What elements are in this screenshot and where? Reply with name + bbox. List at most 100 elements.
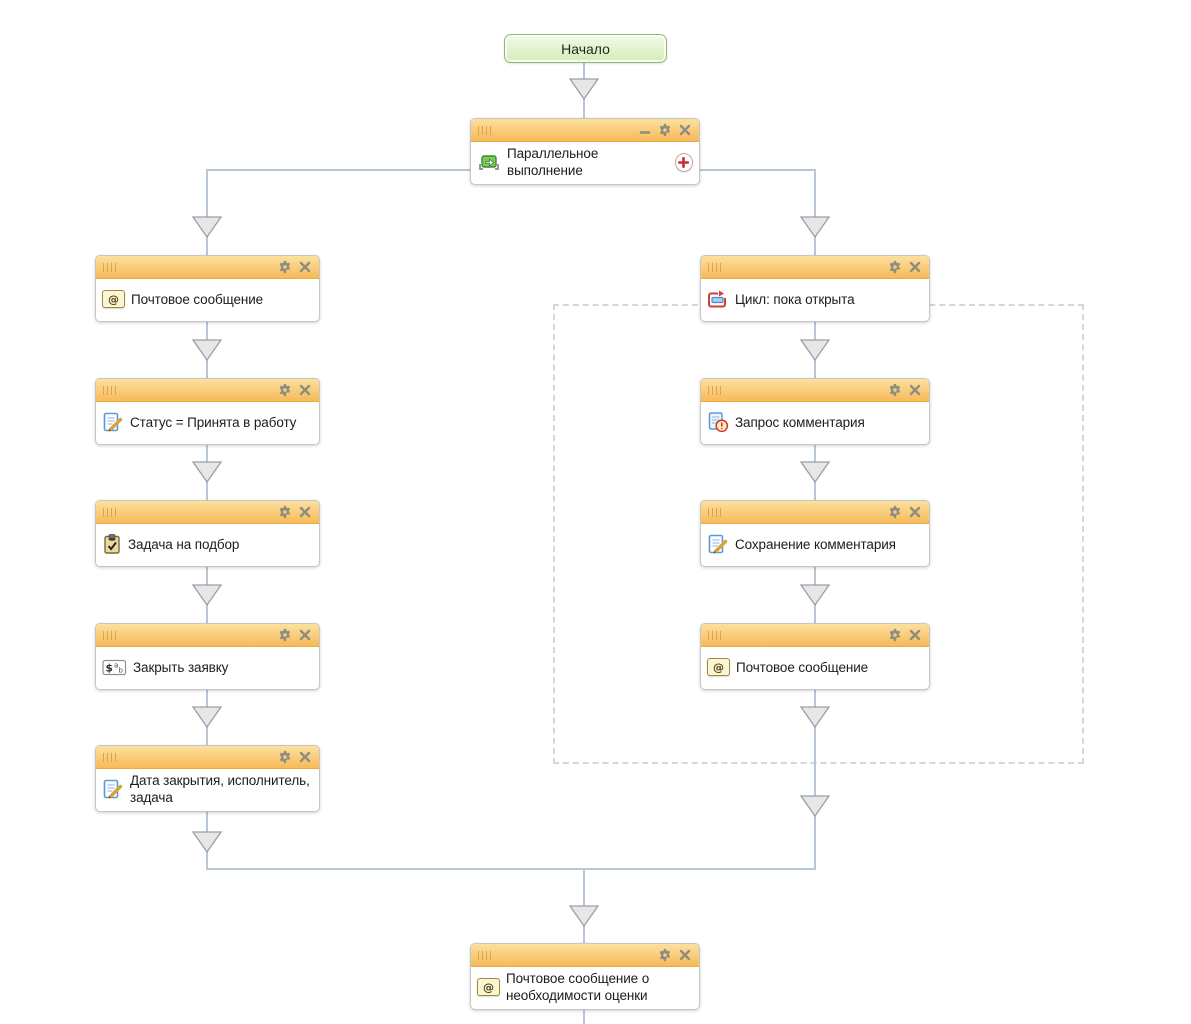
arrow-down-icon [569, 78, 599, 100]
node-header [96, 501, 319, 524]
arrow-down-icon [800, 795, 830, 817]
flow-node-mail[interactable]: @ Почтовое сообщение [700, 623, 930, 690]
flow-node-status[interactable]: Статус = Принята в работу [95, 378, 320, 445]
settings-icon[interactable] [888, 505, 902, 519]
node-body: $ a b Закрыть заявку [96, 647, 319, 689]
arrow-down-icon [192, 216, 222, 238]
flow-node-closing-date[interactable]: Дата закрытия, исполнитель, задача [95, 745, 320, 812]
arrow-down-icon [192, 461, 222, 483]
close-icon[interactable] [298, 628, 312, 642]
node-title: Сохранение комментария [735, 536, 896, 552]
node-title: Дата закрытия, исполнитель, задача [130, 773, 310, 805]
node-body: Дата закрытия, исполнитель, задача [96, 769, 319, 811]
flow-node-mail-evaluation[interactable]: @ Почтовое сообщение о необходимости оце… [470, 943, 700, 1010]
connector-line [814, 169, 816, 255]
drag-handle-icon[interactable] [103, 630, 116, 640]
parallel-icon [477, 151, 501, 173]
node-body: @ Почтовое сообщение о необходимости оце… [471, 967, 699, 1009]
node-body: Задача на подбор [96, 524, 319, 566]
node-header [701, 501, 929, 524]
settings-icon[interactable] [278, 505, 292, 519]
edit-icon [102, 411, 124, 433]
node-title: Цикл: пока открыта [735, 291, 855, 307]
flow-node-close-request[interactable]: $ a b Закрыть заявку [95, 623, 320, 690]
close-icon[interactable] [298, 750, 312, 764]
drag-handle-icon[interactable] [103, 385, 116, 395]
close-icon[interactable] [298, 383, 312, 397]
task-icon [102, 533, 122, 555]
svg-text:b: b [119, 666, 124, 674]
drag-handle-icon[interactable] [708, 262, 721, 272]
settings-icon[interactable] [278, 628, 292, 642]
node-title: Параллельное выполнение [507, 146, 599, 178]
drag-handle-icon[interactable] [708, 630, 721, 640]
add-branch-button[interactable] [674, 152, 693, 172]
node-body: Параллельное выполнение [471, 142, 699, 184]
node-title: Почтовое сообщение [736, 659, 869, 675]
settings-icon[interactable] [888, 383, 902, 397]
settings-icon[interactable] [888, 628, 902, 642]
svg-text:$: $ [106, 662, 113, 674]
drag-handle-icon[interactable] [103, 752, 116, 762]
drag-handle-icon[interactable] [478, 950, 491, 960]
close-icon[interactable] [298, 260, 312, 274]
settings-icon[interactable] [888, 260, 902, 274]
drag-handle-icon[interactable] [103, 262, 116, 272]
flow-node-mail[interactable]: @ Почтовое сообщение [95, 255, 320, 322]
arrow-down-icon [192, 339, 222, 361]
settings-icon[interactable] [658, 948, 672, 962]
close-icon[interactable] [678, 948, 692, 962]
node-header [471, 944, 699, 967]
settings-icon[interactable] [658, 123, 672, 137]
settings-icon[interactable] [278, 750, 292, 764]
arrow-down-icon [800, 706, 830, 728]
drag-handle-icon[interactable] [708, 507, 721, 517]
mail-icon: @ [477, 978, 500, 996]
close-icon[interactable] [678, 123, 692, 137]
node-header [96, 746, 319, 769]
connector-line [206, 868, 816, 870]
close-icon[interactable] [298, 505, 312, 519]
drag-handle-icon[interactable] [478, 125, 491, 135]
minimize-icon[interactable] [638, 123, 652, 137]
node-title: Статус = Принята в работу [130, 414, 297, 430]
arrow-down-icon [192, 584, 222, 606]
node-title: Почтовое сообщение о необходимости оценк… [506, 971, 650, 1003]
flow-node-save-comment[interactable]: Сохранение комментария [700, 500, 930, 567]
connector-line [699, 169, 816, 171]
arrow-down-icon [569, 905, 599, 927]
node-body: Запрос комментария [701, 402, 929, 444]
close-icon[interactable] [908, 505, 922, 519]
flow-node-comment-request[interactable]: Запрос комментария [700, 378, 930, 445]
arrow-down-icon [800, 216, 830, 238]
node-header [96, 379, 319, 402]
start-node[interactable]: Начало [504, 34, 667, 63]
close-icon[interactable] [908, 260, 922, 274]
node-title: Задача на подбор [128, 536, 240, 552]
node-title: Закрыть заявку [133, 659, 229, 675]
settings-icon[interactable] [278, 260, 292, 274]
loop-icon [707, 289, 729, 310]
close-icon[interactable] [908, 628, 922, 642]
settings-icon[interactable] [278, 383, 292, 397]
node-title: Запрос комментария [735, 414, 865, 430]
edit-icon [707, 533, 729, 555]
node-body: Цикл: пока открыта [701, 279, 929, 321]
node-header [701, 379, 929, 402]
node-header [701, 256, 929, 279]
close-icon[interactable] [908, 383, 922, 397]
flow-node-task[interactable]: Задача на подбор [95, 500, 320, 567]
node-header [96, 624, 319, 647]
flow-node-parallel[interactable]: Параллельное выполнение [470, 118, 700, 185]
svg-text:a: a [114, 661, 118, 669]
drag-handle-icon[interactable] [103, 507, 116, 517]
node-body: Сохранение комментария [701, 524, 929, 566]
connector-line [206, 169, 208, 255]
arrow-down-icon [192, 706, 222, 728]
flow-node-loop[interactable]: Цикл: пока открыта [700, 255, 930, 322]
arrow-down-icon [800, 339, 830, 361]
doc-warning-icon [707, 411, 729, 433]
node-body: @ Почтовое сообщение [96, 279, 319, 321]
drag-handle-icon[interactable] [708, 385, 721, 395]
